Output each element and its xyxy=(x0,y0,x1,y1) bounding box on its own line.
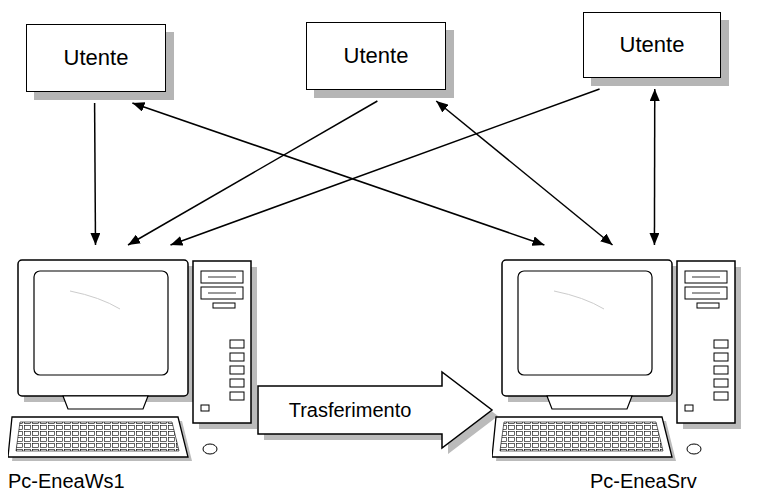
user-box: Utente xyxy=(583,12,721,78)
user-label: Utente xyxy=(64,45,129,71)
connector-arrow xyxy=(132,103,544,245)
connector-line xyxy=(94,103,96,245)
connector-arrow xyxy=(171,89,600,245)
computer-node: Pc-EneaWs1 xyxy=(8,245,258,495)
connector-line xyxy=(132,103,544,245)
connector-line xyxy=(171,89,600,245)
computer-node: Pc-EneaSrv xyxy=(492,245,754,495)
computer-illustration xyxy=(492,260,741,461)
computer-label: Pc-EneaSrv xyxy=(492,470,754,493)
connector-arrow xyxy=(436,101,612,245)
user-label: Utente xyxy=(344,43,409,69)
transfer-arrow xyxy=(258,372,498,454)
connector-line xyxy=(128,101,377,245)
arrow-body xyxy=(258,372,492,448)
connector-line xyxy=(436,101,612,245)
user-label: Utente xyxy=(620,32,685,58)
user-box: Utente xyxy=(26,24,166,92)
user-box: Utente xyxy=(306,22,446,90)
computer-icon xyxy=(8,245,258,465)
computer-label: Pc-EneaWs1 xyxy=(8,470,258,493)
connector-arrow xyxy=(654,89,655,245)
computer-illustration xyxy=(8,260,257,461)
connector-arrow xyxy=(128,101,377,245)
computer-icon xyxy=(492,245,742,465)
arrow-label: Trasferimento xyxy=(287,399,414,422)
connector-arrow xyxy=(94,103,96,245)
connector-line xyxy=(654,89,656,245)
